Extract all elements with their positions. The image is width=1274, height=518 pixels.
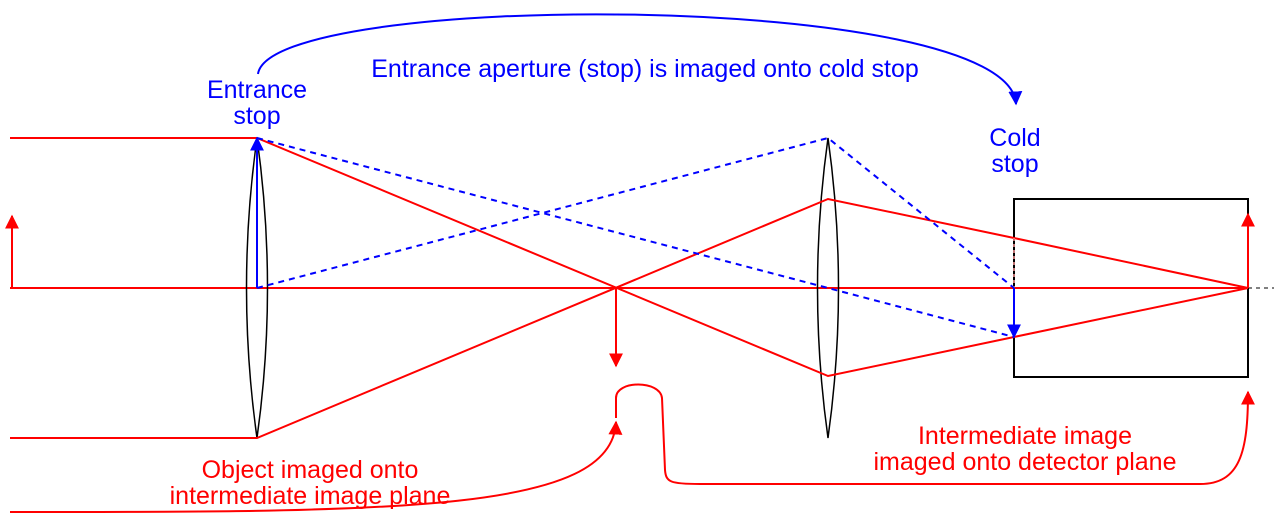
blue-dashed-ray-a — [256, 137, 1015, 338]
aperture-imaged-arrow — [257, 13, 1023, 106]
label-object-imaged-2: intermediate image plane — [170, 482, 451, 510]
label-cold-stop-2: stop — [991, 150, 1038, 178]
intermediate-bump — [615, 383, 1200, 485]
label-intermediate-2: imaged onto detector plane — [874, 448, 1177, 476]
label-intermediate-1: Intermediate image — [918, 422, 1132, 450]
label-entrance-stop-2: stop — [233, 102, 280, 130]
ray-bottom-detector — [1013, 237, 1249, 289]
label-entrance-stop-1: Entrance — [207, 76, 307, 104]
label-aperture-imaged: Entrance aperture (stop) is imaged onto … — [371, 55, 919, 83]
ray-top — [10, 137, 1015, 378]
ray-top-detector — [1013, 287, 1249, 338]
object-imaged-arrow — [9, 420, 623, 513]
blue-dashed-ray-b — [256, 136, 1015, 289]
relay-lens — [816, 137, 840, 439]
ray-bottom — [10, 197, 1015, 439]
label-object-imaged-1: Object imaged onto — [202, 456, 419, 484]
intermediate-imaged-arrow — [1199, 390, 1255, 485]
label-cold-stop-1: Cold — [989, 124, 1040, 152]
